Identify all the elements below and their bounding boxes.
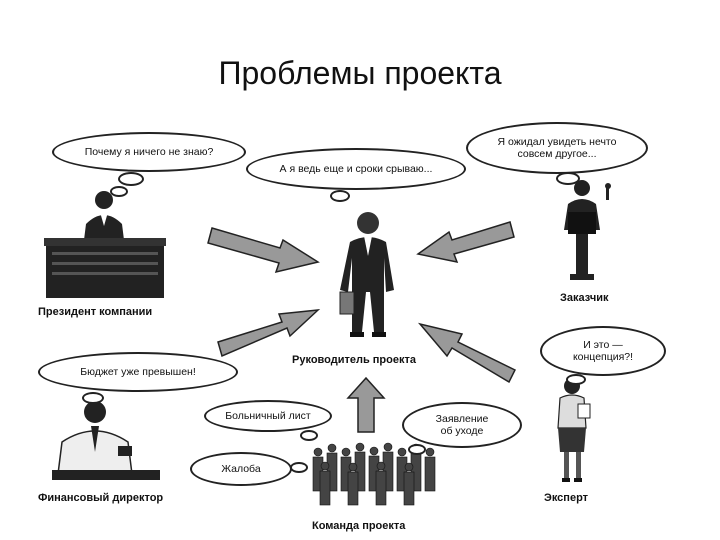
president-figure: [84, 191, 124, 240]
team-figures: [312, 442, 436, 506]
arrow-from-customer: [416, 221, 515, 264]
arrow-from-expert: [417, 322, 517, 384]
manager-figure: [339, 212, 394, 337]
arrow-from-team: [346, 376, 386, 433]
bubble-budget: Бюджет уже превышен!: [38, 352, 238, 392]
bubble-deadline: А я ведь еще и сроки срываю...: [246, 148, 466, 190]
label-president: Президент компании: [38, 306, 153, 318]
bubble-tail-dot: [300, 430, 318, 441]
bubble-tail-dot: [290, 462, 308, 473]
arrow-from-president: [207, 227, 320, 274]
label-expert: Эксперт: [544, 492, 589, 504]
bubble-tail-dot: [566, 374, 586, 385]
label-customer: Заказчик: [560, 292, 609, 304]
expert-figure: [557, 378, 591, 482]
finance-director-figure: [52, 401, 160, 480]
label-team: Команда проекта: [312, 520, 406, 532]
label-manager: Руководитель проекта: [292, 354, 416, 366]
bubble-concept: И это — концепция?!: [540, 326, 666, 376]
page-title: Проблемы проекта: [218, 55, 502, 91]
bubble-tail-dot: [110, 186, 128, 197]
bubble-tail-dot: [408, 444, 426, 455]
bubble-tail-dot: [330, 190, 350, 202]
bubble-complaint: Жалоба: [190, 452, 292, 486]
arrow-from-finance: [217, 309, 321, 358]
bubble-tail-dot: [118, 172, 144, 186]
label-finance-director: Финансовый директор: [38, 492, 164, 504]
bubble-expected-other: Я ожидал увидеть нечто совсем другое...: [466, 122, 648, 174]
customer-figure: [564, 180, 611, 280]
bubble-why-know-nothing: Почему я ничего не знаю?: [52, 132, 246, 172]
bubble-tail-dot: [82, 392, 104, 404]
president-desk: [44, 238, 166, 298]
bubble-resignation: Заявление об уходе: [402, 402, 522, 448]
bubble-sick-leave: Больничный лист: [204, 400, 332, 432]
bubble-tail-dot: [556, 172, 580, 185]
